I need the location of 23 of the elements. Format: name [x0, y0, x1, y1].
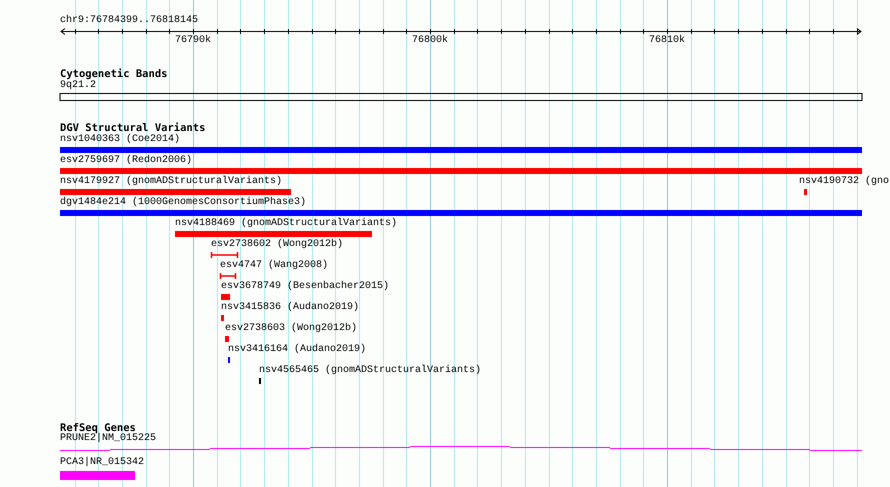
- feature-label: nsv3416164 (Audano2019): [228, 345, 366, 355]
- feature-label: 9q21.2: [60, 81, 96, 91]
- tick-label: 76790k: [175, 36, 212, 46]
- feature-label: esv2759697 (Redon2006): [60, 156, 192, 166]
- track-heading: DGV Structural Variants: [60, 123, 206, 133]
- feature-label: nsv4188469 (gnomADStructuralVariants): [175, 219, 398, 229]
- feature-label: nsv4565465 (gnomADStructuralVariants): [259, 366, 482, 376]
- feature-label: esv3678749 (Besenbacher2015): [221, 282, 390, 292]
- track-heading: Cytogenetic Bands: [60, 69, 168, 79]
- region-title: chr9:76784399..76818145: [60, 16, 198, 26]
- feature-label: esv2738602 (Wong2012b): [211, 240, 344, 250]
- tick-label: 76800k: [412, 36, 448, 46]
- feature-label: nsv4190732 (gno: [799, 177, 890, 187]
- feature-label: esv2738603 (Wong2012b): [225, 324, 358, 334]
- feature-label: nsv1040363 (Coe2014): [60, 135, 180, 145]
- track-heading: RefSeq Genes: [60, 423, 136, 433]
- feature-label: dgv1484e214 (1000GenomesConsortiumPhase3): [60, 198, 306, 208]
- feature-label: esv4747 (Wang2008): [220, 261, 328, 271]
- tick-label: 76810k: [649, 36, 686, 46]
- feature-label: PRUNE2|NM_015225: [60, 434, 156, 444]
- feature-label: nsv4179927 (gnomADStructuralVariants): [60, 177, 282, 187]
- feature-label: nsv3415836 (Audano2019): [221, 303, 360, 313]
- feature-label: PCA3|NR_015342: [60, 458, 144, 468]
